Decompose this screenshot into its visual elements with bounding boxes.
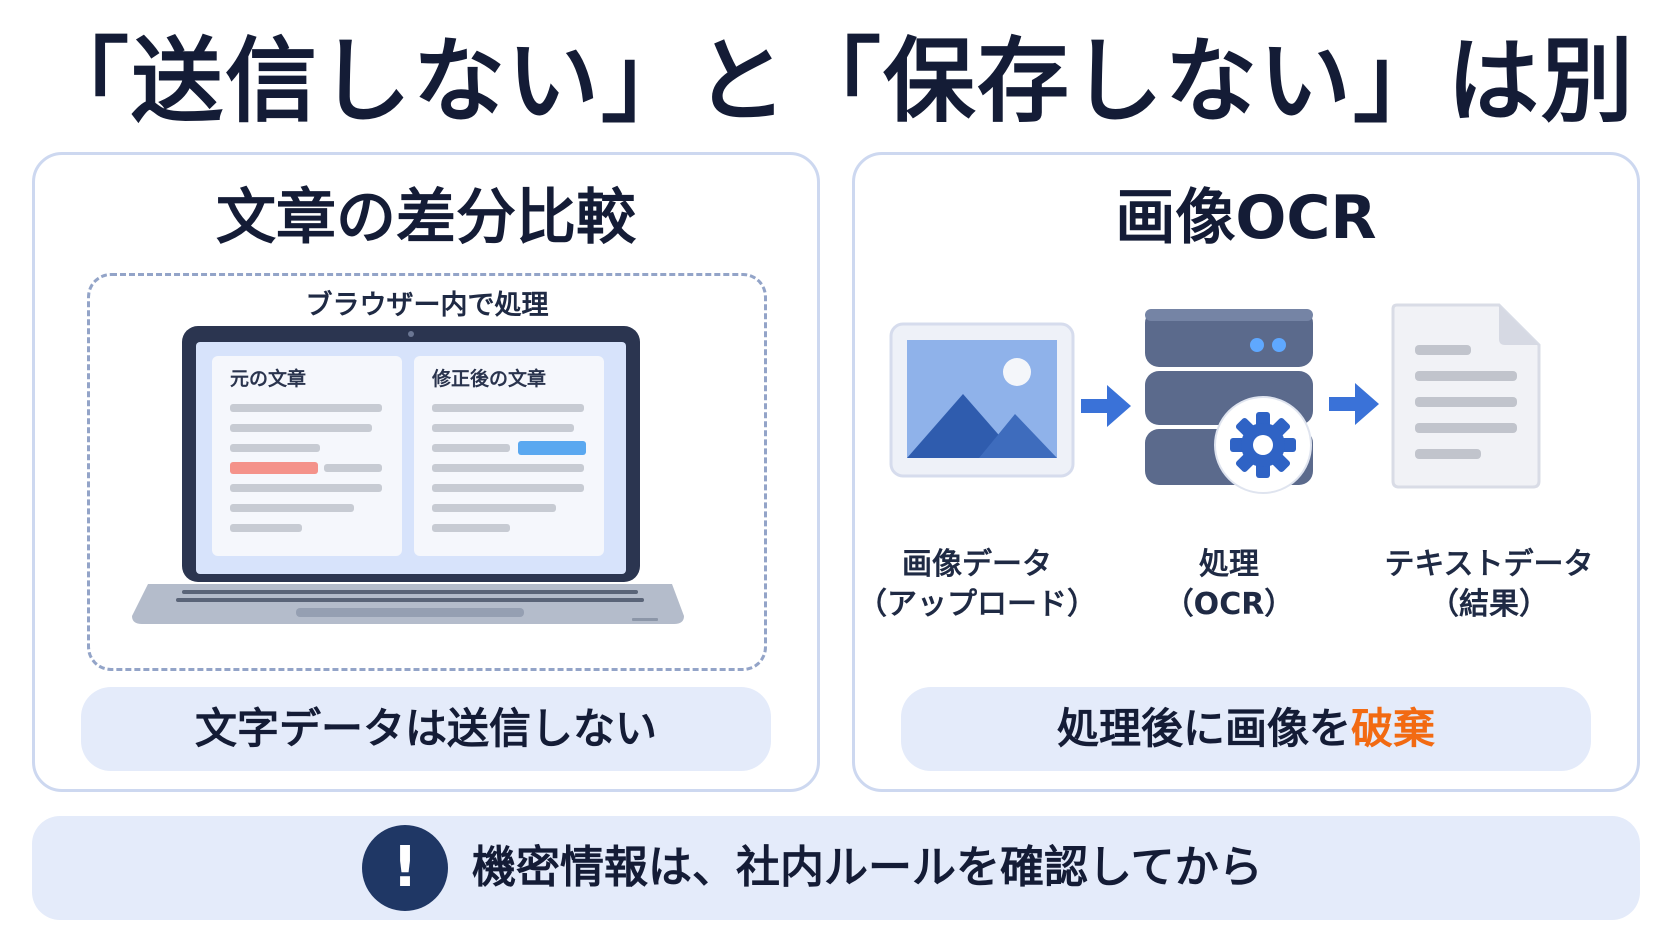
- flow-step-image-data-note: （アップロード）: [857, 587, 1097, 622]
- flow-step-image-data-title: 画像データ: [902, 547, 1052, 582]
- flow-step-text-data-title: テキストデータ: [1384, 547, 1594, 582]
- flow-step-ocr: 処理 （OCR）: [1099, 545, 1359, 625]
- confidential-warning-banner: ! 機密情報は、社内ルールを確認してから: [32, 816, 1640, 920]
- flow-step-image-data: 画像データ （アップロード）: [847, 545, 1107, 625]
- no-send-callout: 文字データは送信しない: [81, 687, 771, 771]
- confidential-warning-text: 機密情報は、社内ルールを確認してから: [472, 842, 1263, 893]
- image-ocr-panel-title: 画像OCR: [1115, 183, 1377, 253]
- revised-text-label: 修正後の文章: [432, 368, 547, 390]
- alert-icon: !: [362, 825, 448, 911]
- arrow-right-icon: [1081, 385, 1131, 427]
- removed-text-highlight: [230, 462, 318, 474]
- no-send-text: 文字データは送信しない: [194, 704, 657, 753]
- laptop-icon: [132, 326, 684, 624]
- original-text-label: 元の文章: [230, 368, 307, 390]
- image-discard-text: 処理後に画像を: [1056, 704, 1351, 753]
- discard-highlight: 破棄: [1351, 704, 1436, 753]
- document-icon: [1391, 303, 1541, 489]
- gear-icon: [1214, 396, 1312, 494]
- flow-step-ocr-title: 処理: [1199, 547, 1259, 582]
- browser-process-label: ブラウザー内で処理: [305, 290, 549, 321]
- text-diff-panel-title: 文章の差分比較: [216, 183, 636, 253]
- page-title: 「送信しない」と「保存しない」は別: [36, 28, 1635, 135]
- image-discard-callout: 処理後に画像を破棄: [901, 687, 1591, 771]
- image-ocr-panel: 画像OCR: [852, 152, 1640, 792]
- added-text-highlight: [518, 441, 586, 455]
- image-icon: [889, 322, 1075, 478]
- arrow-right-icon: [1329, 383, 1379, 425]
- flow-step-ocr-note: （OCR）: [1163, 587, 1295, 622]
- flow-step-text-data-note: （結果）: [1429, 587, 1549, 622]
- browser-process-box: ブラウザー内で処理: [87, 273, 767, 671]
- text-diff-panel: 文章の差分比較 ブラウザー内で処理: [32, 152, 820, 792]
- flow-step-text-data: テキストデータ （結果）: [1359, 545, 1619, 625]
